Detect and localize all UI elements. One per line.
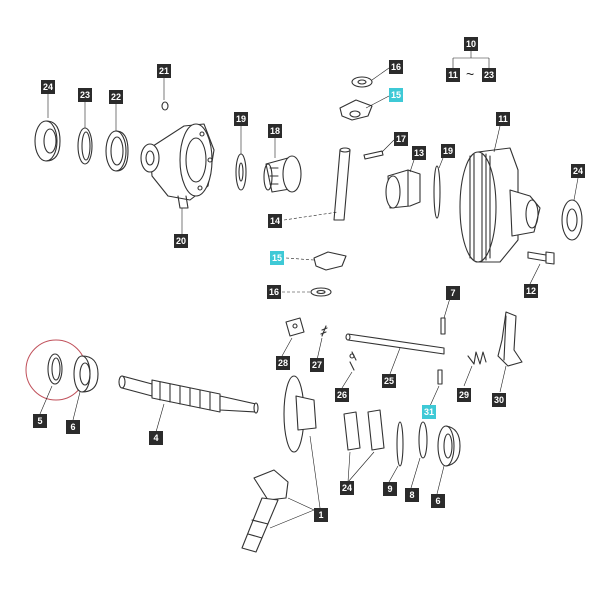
- callout-27: 27: [310, 358, 325, 372]
- callout-23-range-end: 23: [482, 68, 497, 82]
- part-15-pinion-top: [339, 99, 373, 121]
- part-27-spring: [320, 325, 328, 337]
- callout-16: 16: [267, 285, 282, 299]
- part-28-lock-block: [285, 317, 305, 337]
- part-1-flange-shaft: [241, 375, 317, 553]
- callout-24: 24: [340, 481, 355, 495]
- part-23-circlip: [77, 127, 93, 165]
- leader-lines: [39, 67, 579, 529]
- part-14-cross-shaft: [333, 147, 351, 221]
- callout-8: 8: [405, 488, 419, 502]
- part-26-detent: [349, 351, 357, 371]
- part-4-splined-shaft: [118, 375, 259, 414]
- callout-15-highlighted: 15: [270, 251, 285, 265]
- callout-12: 12: [524, 284, 539, 298]
- part-30-shift-fork: [497, 311, 523, 367]
- callout-20: 20: [174, 234, 189, 248]
- part-19-washer-left: [235, 153, 247, 191]
- callout-11: 11: [496, 112, 510, 126]
- part-21-pin: [161, 101, 169, 111]
- callout-19: 19: [234, 112, 249, 126]
- part-6-bearing-left: [73, 355, 99, 393]
- part-24-seals-bottom: [343, 409, 385, 451]
- part-5-o-ring: [25, 339, 87, 401]
- part-7-pin: [440, 317, 446, 335]
- part-16-washer-bottom: [310, 287, 332, 297]
- callout-16: 16: [389, 60, 404, 74]
- part-11-ring-gear: [459, 147, 541, 263]
- part-12-bolt: [527, 251, 555, 265]
- callout-19: 19: [441, 144, 456, 158]
- part-25-shift-rod: [345, 333, 445, 355]
- range-bracket: [452, 50, 490, 68]
- callout-17: 17: [394, 132, 409, 146]
- callout-5: 5: [33, 414, 47, 428]
- callout-11-range-start: 11: [446, 68, 460, 82]
- part-17-roll-pin: [363, 150, 384, 160]
- part-19-washer-right: [433, 165, 441, 219]
- callout-18: 18: [268, 124, 283, 138]
- callout-24: 24: [571, 164, 586, 178]
- callout-22: 22: [109, 90, 124, 104]
- callout-26: 26: [335, 388, 350, 402]
- callout-31-highlighted: 31: [422, 405, 437, 419]
- callout-6: 6: [431, 494, 445, 508]
- part-13-pinion: [385, 169, 421, 209]
- part-15-pinion-bottom: [313, 251, 347, 271]
- part-29-spring: [467, 351, 487, 365]
- callout-9: 9: [383, 482, 397, 496]
- range-tilde: ~: [466, 66, 475, 82]
- callout-14: 14: [268, 214, 283, 228]
- callout-6: 6: [66, 420, 80, 434]
- part-24-seal-left: [34, 120, 61, 162]
- callout-23: 23: [78, 88, 93, 102]
- part-22-bearing: [105, 130, 129, 172]
- callout-25: 25: [382, 374, 397, 388]
- callout-24: 24: [41, 80, 56, 94]
- part-31-pin: [437, 369, 443, 385]
- callout-21: 21: [157, 64, 172, 78]
- callout-15-highlighted: 15: [389, 88, 404, 102]
- callout-10: 10: [464, 37, 479, 51]
- part-8-ring: [418, 421, 428, 459]
- part-16-washer-top: [351, 76, 373, 88]
- callout-30: 30: [492, 393, 507, 407]
- callout-29: 29: [457, 388, 472, 402]
- part-20-differential-housing: [140, 123, 215, 209]
- callout-13: 13: [412, 146, 427, 160]
- part-6-bearing-right: [437, 425, 461, 467]
- callout-1: 1: [314, 508, 328, 522]
- part-9-snap-ring: [396, 421, 404, 467]
- callout-4: 4: [149, 431, 163, 445]
- part-24-seal-right: [561, 199, 583, 241]
- callout-28: 28: [276, 356, 291, 370]
- callout-7: 7: [446, 286, 460, 300]
- part-18-side-gear: [263, 155, 302, 193]
